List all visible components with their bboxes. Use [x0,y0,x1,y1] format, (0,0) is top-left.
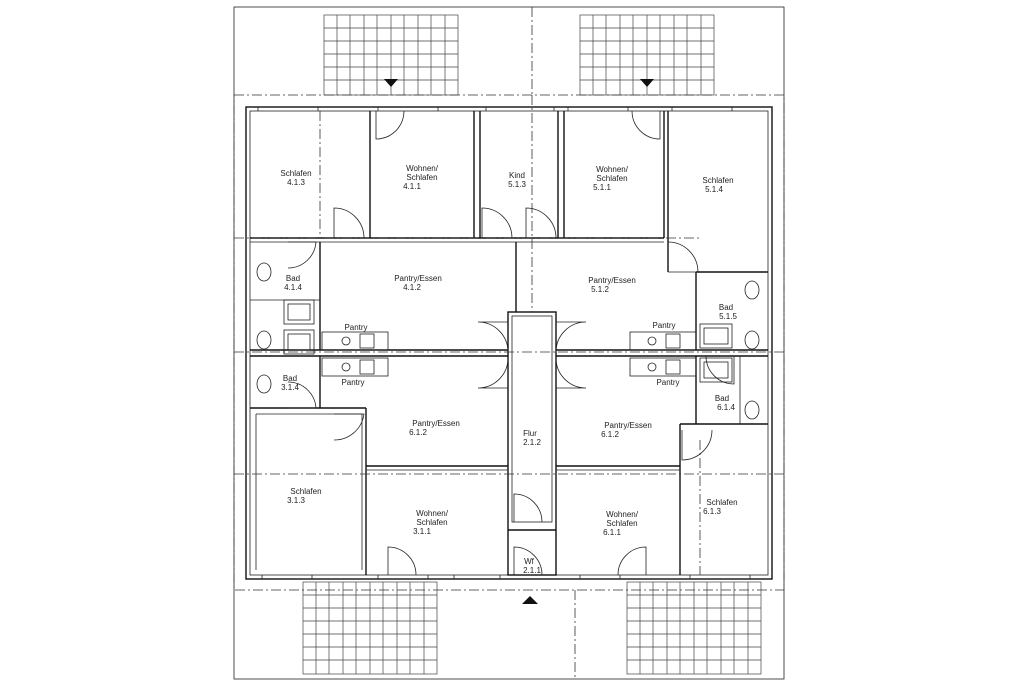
sink-icon [283,299,733,383]
room-number: 5.1.2 [591,285,609,294]
room-name: Flur [523,429,537,438]
room-name: Schlafen [406,173,437,182]
room-number: 5.1.4 [705,185,723,194]
room-name: Schlafen [596,174,627,183]
toilet-icon [256,262,760,420]
room-number: 6.1.3 [703,507,721,516]
room-name: Pantry/Essen [588,276,636,285]
terrace-bottom-right [626,581,762,675]
room-number: 5.1.5 [719,312,737,321]
room-name: Schlafen [606,519,637,528]
room-number: 6.1.2 [409,428,427,437]
room-name: Pantry/Essen [394,274,442,283]
site-frame [233,6,785,680]
room-number: 3.1.3 [287,496,305,505]
entrance-arrow-up-icon [522,596,538,604]
room-name: Schlafen [702,176,733,185]
room-name: Schlafen [416,518,447,527]
room-number: 5.1.1 [593,183,611,192]
room-name: Wohnen/ [606,510,639,519]
terrace-bottom-left [302,581,438,675]
pantry-label: Pantry [652,321,675,330]
room-number: 4.1.4 [284,283,302,292]
room-name: Pantry/Essen [604,421,652,430]
room-number: 6.1.4 [717,403,735,412]
room-number: 4.1.3 [287,178,305,187]
room-number: 3.1.4 [281,383,299,392]
room-number: 3.1.1 [413,527,431,536]
room-name: Bad [715,394,729,403]
room-name: Wohnen/ [406,164,439,173]
room-name: Bad [286,274,300,283]
building-walls [233,94,785,591]
room-number: 6.1.2 [601,430,619,439]
axis-lines [234,95,784,575]
room-name: Wohnen/ [416,509,449,518]
pantry-label: Pantry [344,323,367,332]
stove-icon [321,331,697,377]
room-number: 6.1.1 [603,528,621,537]
room-name: Bad [283,374,297,383]
room-number: 4.1.2 [403,283,421,292]
room-number: 4.1.1 [403,182,421,191]
entrance-arrow-down-icon [640,79,654,87]
room-name: Bad [719,303,733,312]
room-name: Wf [524,557,535,566]
room-name: Kind [509,171,525,180]
room-number: 5.1.3 [508,180,526,189]
terrace-top-right [579,14,715,96]
room-name: Pantry/Essen [412,419,460,428]
room-name: Schlafen [706,498,737,507]
room-name: Schlafen [280,169,311,178]
pantry-label: Pantry [341,378,364,387]
room-name: Schlafen [290,487,321,496]
room-number: 2.1.1 [523,566,541,575]
door-swing-icon [287,110,735,576]
room-number: 2.1.2 [523,438,541,447]
entrance-arrow-down-icon [384,79,398,87]
room-name: Wohnen/ [596,165,629,174]
pantry-label: Pantry [656,378,679,387]
